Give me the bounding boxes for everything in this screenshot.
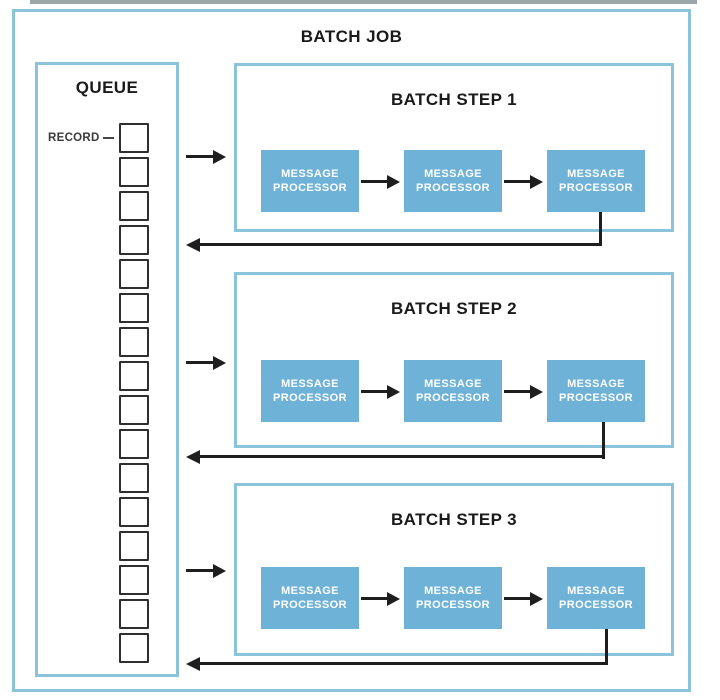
message-processor-label: MESSAGE PROCESSOR <box>559 168 633 194</box>
arrow-right-line <box>361 390 389 393</box>
batch-step-2-box: BATCH STEP 2 MESSAGE PROCESSOR MESSAGE P… <box>234 272 674 448</box>
queue-record-square <box>119 191 149 221</box>
queue-to-step2-arrow-icon <box>213 356 226 370</box>
arrow-right-icon <box>530 385 543 399</box>
record-pointer-line <box>102 137 114 139</box>
arrow-right-line <box>361 180 389 183</box>
queue-record-square <box>119 259 149 289</box>
queue-record-square <box>119 429 149 459</box>
arrow-right-line <box>504 180 532 183</box>
step3-return-line-vertical <box>605 629 608 665</box>
message-processor-box: MESSAGE PROCESSOR <box>261 360 359 422</box>
batch-step-2-title: BATCH STEP 2 <box>390 299 518 318</box>
batch-step-1-title: BATCH STEP 1 <box>390 90 518 109</box>
message-processor-label: MESSAGE PROCESSOR <box>273 585 347 611</box>
message-processor-box: MESSAGE PROCESSOR <box>261 150 359 212</box>
step2-return-arrow-icon <box>186 450 200 464</box>
step2-return-line-vertical <box>602 422 605 459</box>
queue-box <box>35 62 179 677</box>
batch-step-1-box: BATCH STEP 1 MESSAGE PROCESSOR MESSAGE P… <box>234 63 674 232</box>
arrow-right-icon <box>530 175 543 189</box>
queue-records <box>119 123 149 663</box>
batch-step-3-box: BATCH STEP 3 MESSAGE PROCESSOR MESSAGE P… <box>234 483 674 656</box>
arrow-right-icon <box>387 385 400 399</box>
queue-record-square <box>119 497 149 527</box>
record-label: RECORD <box>48 132 100 144</box>
message-processor-label: MESSAGE PROCESSOR <box>416 378 490 404</box>
queue-record-square <box>119 225 149 255</box>
step2-return-line-horizontal <box>199 455 605 458</box>
step1-return-line-vertical <box>599 212 602 246</box>
arrow-right-line <box>361 597 389 600</box>
queue-to-step3-arrow-line <box>186 569 215 572</box>
arrow-right-line <box>504 597 532 600</box>
queue-to-step1-arrow-line <box>186 155 215 158</box>
batch-job-title: BATCH JOB <box>300 27 403 46</box>
queue-to-step3-arrow-icon <box>213 564 226 578</box>
queue-record-square <box>119 565 149 595</box>
queue-record-square <box>119 327 149 357</box>
queue-record-square <box>119 293 149 323</box>
arrow-right-icon <box>387 592 400 606</box>
step1-return-arrow-icon <box>186 238 200 252</box>
message-processor-box: MESSAGE PROCESSOR <box>261 567 359 629</box>
message-processor-label: MESSAGE PROCESSOR <box>273 378 347 404</box>
message-processor-box: MESSAGE PROCESSOR <box>547 360 645 422</box>
message-processor-box: MESSAGE PROCESSOR <box>547 567 645 629</box>
batch-step-3-title: BATCH STEP 3 <box>390 510 518 529</box>
queue-record-square <box>119 599 149 629</box>
message-processor-label: MESSAGE PROCESSOR <box>416 168 490 194</box>
queue-record-square <box>119 395 149 425</box>
queue-to-step1-arrow-icon <box>213 150 226 164</box>
queue-record-square <box>119 531 149 561</box>
step3-return-arrow-icon <box>186 657 200 671</box>
arrow-right-line <box>504 390 532 393</box>
queue-title: QUEUE <box>75 78 139 97</box>
top-edge-line <box>30 0 697 4</box>
queue-record-square <box>119 361 149 391</box>
arrow-right-icon <box>387 175 400 189</box>
queue-record-square <box>119 123 149 153</box>
message-processor-box: MESSAGE PROCESSOR <box>404 360 502 422</box>
message-processor-label: MESSAGE PROCESSOR <box>273 168 347 194</box>
step3-return-line-horizontal <box>199 662 608 665</box>
queue-record-square <box>119 463 149 493</box>
record-annotation: RECORD <box>48 132 114 144</box>
queue-record-square <box>119 157 149 187</box>
message-processor-box: MESSAGE PROCESSOR <box>547 150 645 212</box>
queue-record-square <box>119 633 149 663</box>
message-processor-label: MESSAGE PROCESSOR <box>559 378 633 404</box>
message-processor-box: MESSAGE PROCESSOR <box>404 150 502 212</box>
message-processor-label: MESSAGE PROCESSOR <box>416 585 490 611</box>
arrow-right-icon <box>530 592 543 606</box>
queue-to-step2-arrow-line <box>186 361 215 364</box>
message-processor-box: MESSAGE PROCESSOR <box>404 567 502 629</box>
message-processor-label: MESSAGE PROCESSOR <box>559 585 633 611</box>
step1-return-line-horizontal <box>199 243 602 246</box>
